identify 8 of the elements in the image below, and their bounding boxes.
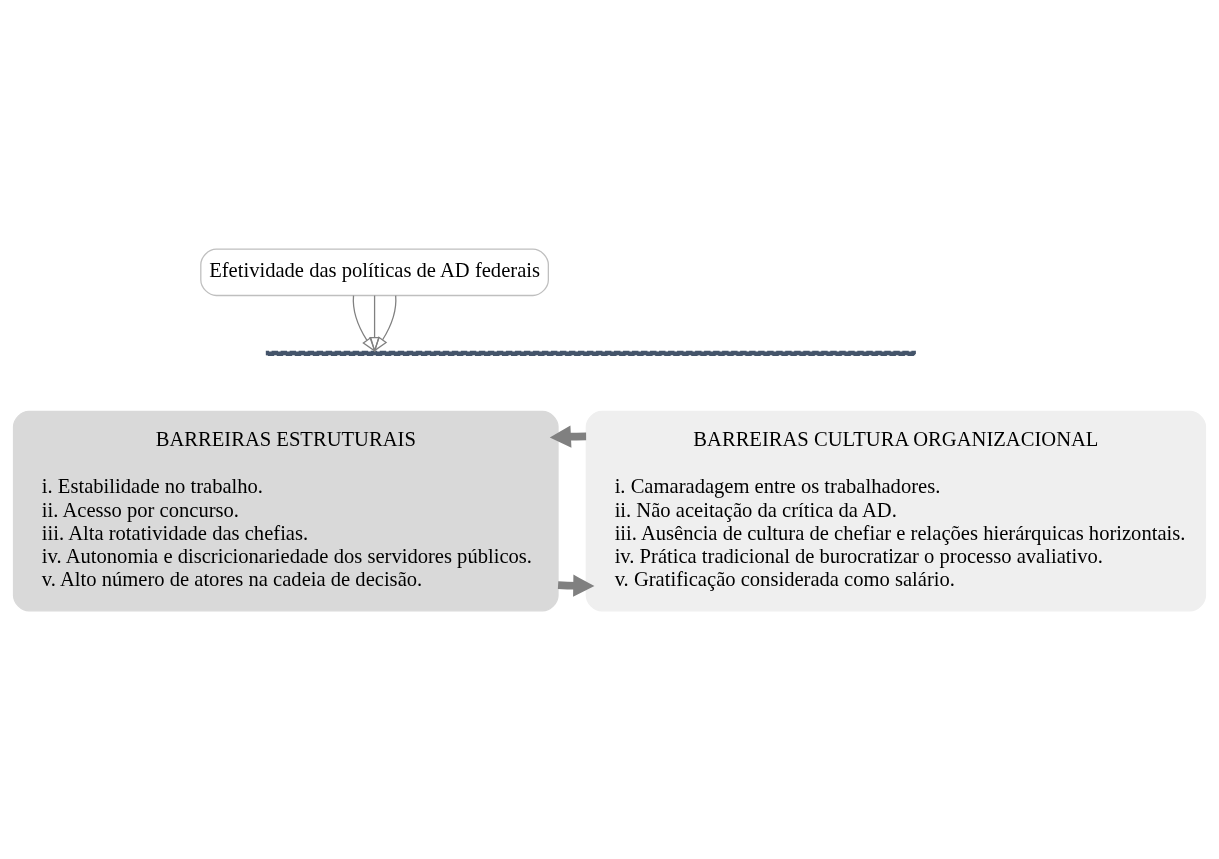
arrow [369, 294, 380, 352]
arrow [549, 424, 587, 448]
node-box: BARREIRAS CULTURA ORGANIZACIONAL i. Camaradagem entre os trabalhadores. ii. Não aceitação da crítica da AD. iii. Ausência de cultura de chefiar e relações hierárquicas horizontais. iv. Prática tradicional de burocratizar o processo avaliativo. v. Gratificação considerada como salário. [585, 410, 1207, 611]
node-box: BARREIRAS ESTRUTURAIS i. Estabilidade no trabalho. ii. Acesso por concurso. iii. Alta rotatividade das chefias. iv. Autonomia e discricionariedade dos servidores públicos. v. Alto número de atores na cadeia de decisão. [12, 410, 559, 611]
node-box: Efetividade das políticas de AD federais [200, 248, 549, 296]
arrow [557, 574, 595, 597]
arrow [373, 294, 397, 352]
arrow [352, 294, 376, 352]
